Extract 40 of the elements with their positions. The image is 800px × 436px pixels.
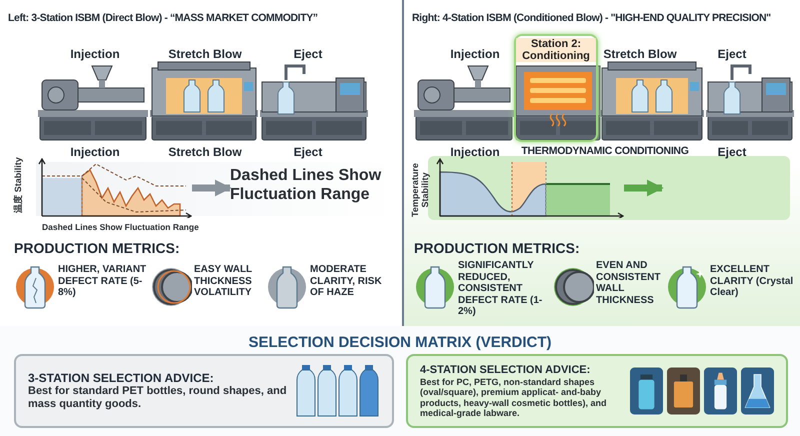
section-heading: PRODUCTION METRICS: xyxy=(414,239,581,258)
highlight-frame xyxy=(514,34,598,142)
station-label: Eject xyxy=(292,144,324,161)
advice-heading: 3-STATION SELECTION ADVICE: xyxy=(28,371,215,385)
station-title: Station 2: Conditioning xyxy=(516,38,596,62)
stability-chart xyxy=(434,158,624,218)
chart-note: Dashed Lines Show Fluctuation Range xyxy=(230,166,390,210)
metric-text: EASY WALL THICKNESS VOLATILITY xyxy=(194,264,253,298)
station-label: Eject xyxy=(716,46,748,63)
station-label: Eject xyxy=(716,144,748,161)
station-label: Injection xyxy=(449,144,501,161)
arrow xyxy=(192,180,232,196)
advice-text: Best for standard PET bottles, round shapes, and mass quantity goods. xyxy=(28,385,288,411)
advice-box xyxy=(406,354,788,428)
arrow xyxy=(624,180,664,196)
panel-heading: Left: 3-Station ISBM (Direct Blow) - “MASS MARKET COMMODITY” xyxy=(8,11,318,26)
comparison-panel xyxy=(402,0,800,326)
station-label: Injection xyxy=(449,46,501,63)
station-label: Stretch Blow xyxy=(167,144,243,161)
metric-text: HIGHER, VARIANT DEFECT RATE (5-8%) xyxy=(58,264,148,298)
panel-heading: Right: 4-Station ISBM (Conditioned Blow) - "HIGH-END QUALITY PRECISION" xyxy=(412,11,771,26)
station-label: Injection xyxy=(69,46,121,63)
advice-box xyxy=(14,354,394,428)
station-label: Injection xyxy=(69,144,121,161)
station-label: Stretch Blow xyxy=(167,46,243,63)
metric-text: SIGNIFICANTLY REDUCED, CONSISTENT DEFECT RATE (1-2%) xyxy=(458,260,544,318)
metric-text: EVEN AND CONSISTENT WALL THICKNESS xyxy=(596,260,662,306)
stability-chart xyxy=(36,158,192,218)
metric-text: MODERATE CLARITY, RISK OF HAZE xyxy=(310,264,383,298)
advice-text: Best for PC, PETG, non-standard shapes (oval/square), premium applicat- and-baby products, heavy-wall cosmetic bottles), and medical-grade labware. xyxy=(420,376,608,418)
advice-heading: 4-STATION SELECTION ADVICE: xyxy=(420,364,592,376)
section-heading: SELECTION DECISION MATRIX (VERDICT) xyxy=(247,333,553,353)
axis-label: Temperature Stability xyxy=(410,162,430,219)
station-label: THERMODYNAMIC CONDITIONING xyxy=(520,144,690,159)
chart-caption: Dashed Lines Show Fluctuation Range xyxy=(42,221,199,234)
section-heading: PRODUCTION METRICS: xyxy=(14,239,181,258)
axis-label: 温度 Stability xyxy=(13,156,23,215)
metric-text: EXCELLENT CLARITY (Crystal Clear) xyxy=(710,264,794,298)
station-label: Stretch Blow xyxy=(602,46,678,63)
station-label: Eject xyxy=(292,46,324,63)
